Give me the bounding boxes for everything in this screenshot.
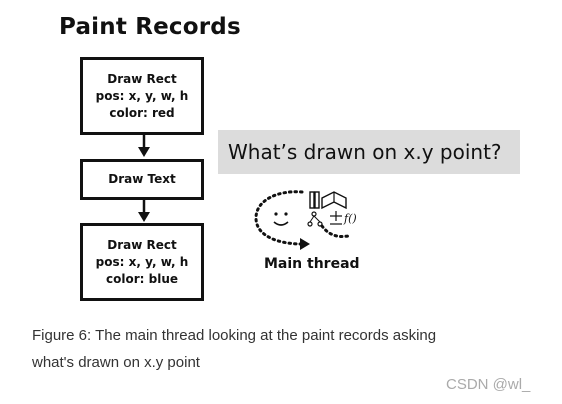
paint-record-draw-rect-red: Draw Rect pos: x, y, w, h color: red	[80, 57, 204, 135]
main-thread-icon: f()	[254, 190, 357, 250]
down-arrow-icon	[138, 135, 150, 157]
question-text: What’s drawn on x.y point?	[228, 140, 502, 164]
record-line: Draw Text	[108, 172, 176, 186]
function-glyph: f()	[343, 212, 357, 225]
record-line: color: red	[109, 105, 175, 120]
watermark: CSDN @wl_	[446, 376, 531, 393]
main-thread-label: Main thread	[264, 256, 360, 272]
question-bubble: What’s drawn on x.y point?	[218, 130, 520, 174]
record-line: Draw Rect	[107, 237, 177, 252]
record-line: color: blue	[106, 271, 178, 286]
paint-record-draw-text: Draw Text	[80, 159, 204, 200]
record-line: Draw Rect	[107, 71, 177, 86]
paint-record-draw-rect-blue: Draw Rect pos: x, y, w, h color: blue	[80, 223, 204, 301]
caption-line: Figure 6: The main thread looking at the…	[32, 327, 437, 344]
diagram-title: Paint Records	[59, 14, 241, 40]
down-arrow-icon	[138, 200, 150, 222]
record-line: pos: x, y, w, h	[95, 88, 189, 103]
caption-line: what's drawn on x.y point	[32, 354, 200, 371]
figure-caption: Figure 6: The main thread looking at the…	[32, 322, 542, 376]
record-line: pos: x, y, w, h	[95, 254, 189, 269]
